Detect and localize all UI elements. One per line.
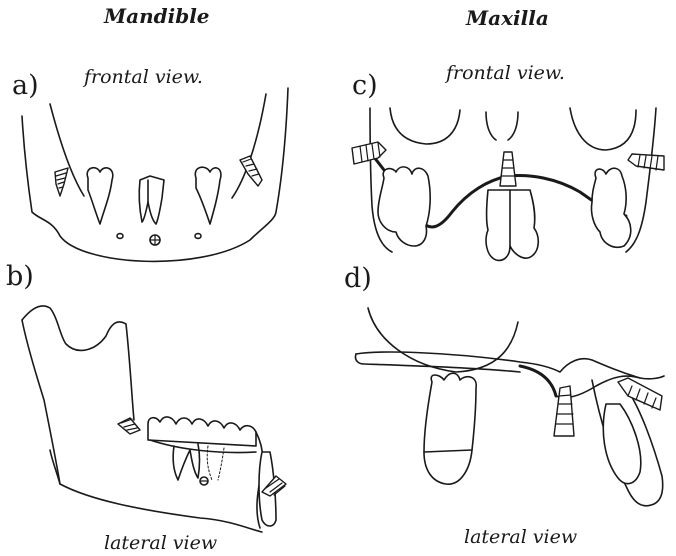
panel-a-label: a)	[12, 70, 39, 101]
mandible-header: Mandible	[104, 4, 210, 28]
panel-d-caption: lateral view	[464, 526, 578, 548]
panel-a-caption: frontal view.	[84, 66, 203, 88]
mandible-frontal-drawing	[21, 87, 289, 263]
panel-c-label: c)	[352, 70, 378, 101]
panel-d-label: d)	[344, 263, 372, 294]
maxilla-frontal-drawing	[351, 107, 665, 262]
maxilla-header: Maxilla	[466, 6, 549, 30]
panel-c-caption: frontal view.	[446, 62, 565, 84]
panel-b-caption: lateral view	[104, 532, 218, 554]
panel-b-label: b)	[6, 261, 34, 292]
mandible-lateral-drawing	[21, 305, 287, 533]
maxilla-lateral-drawing	[354, 307, 665, 507]
